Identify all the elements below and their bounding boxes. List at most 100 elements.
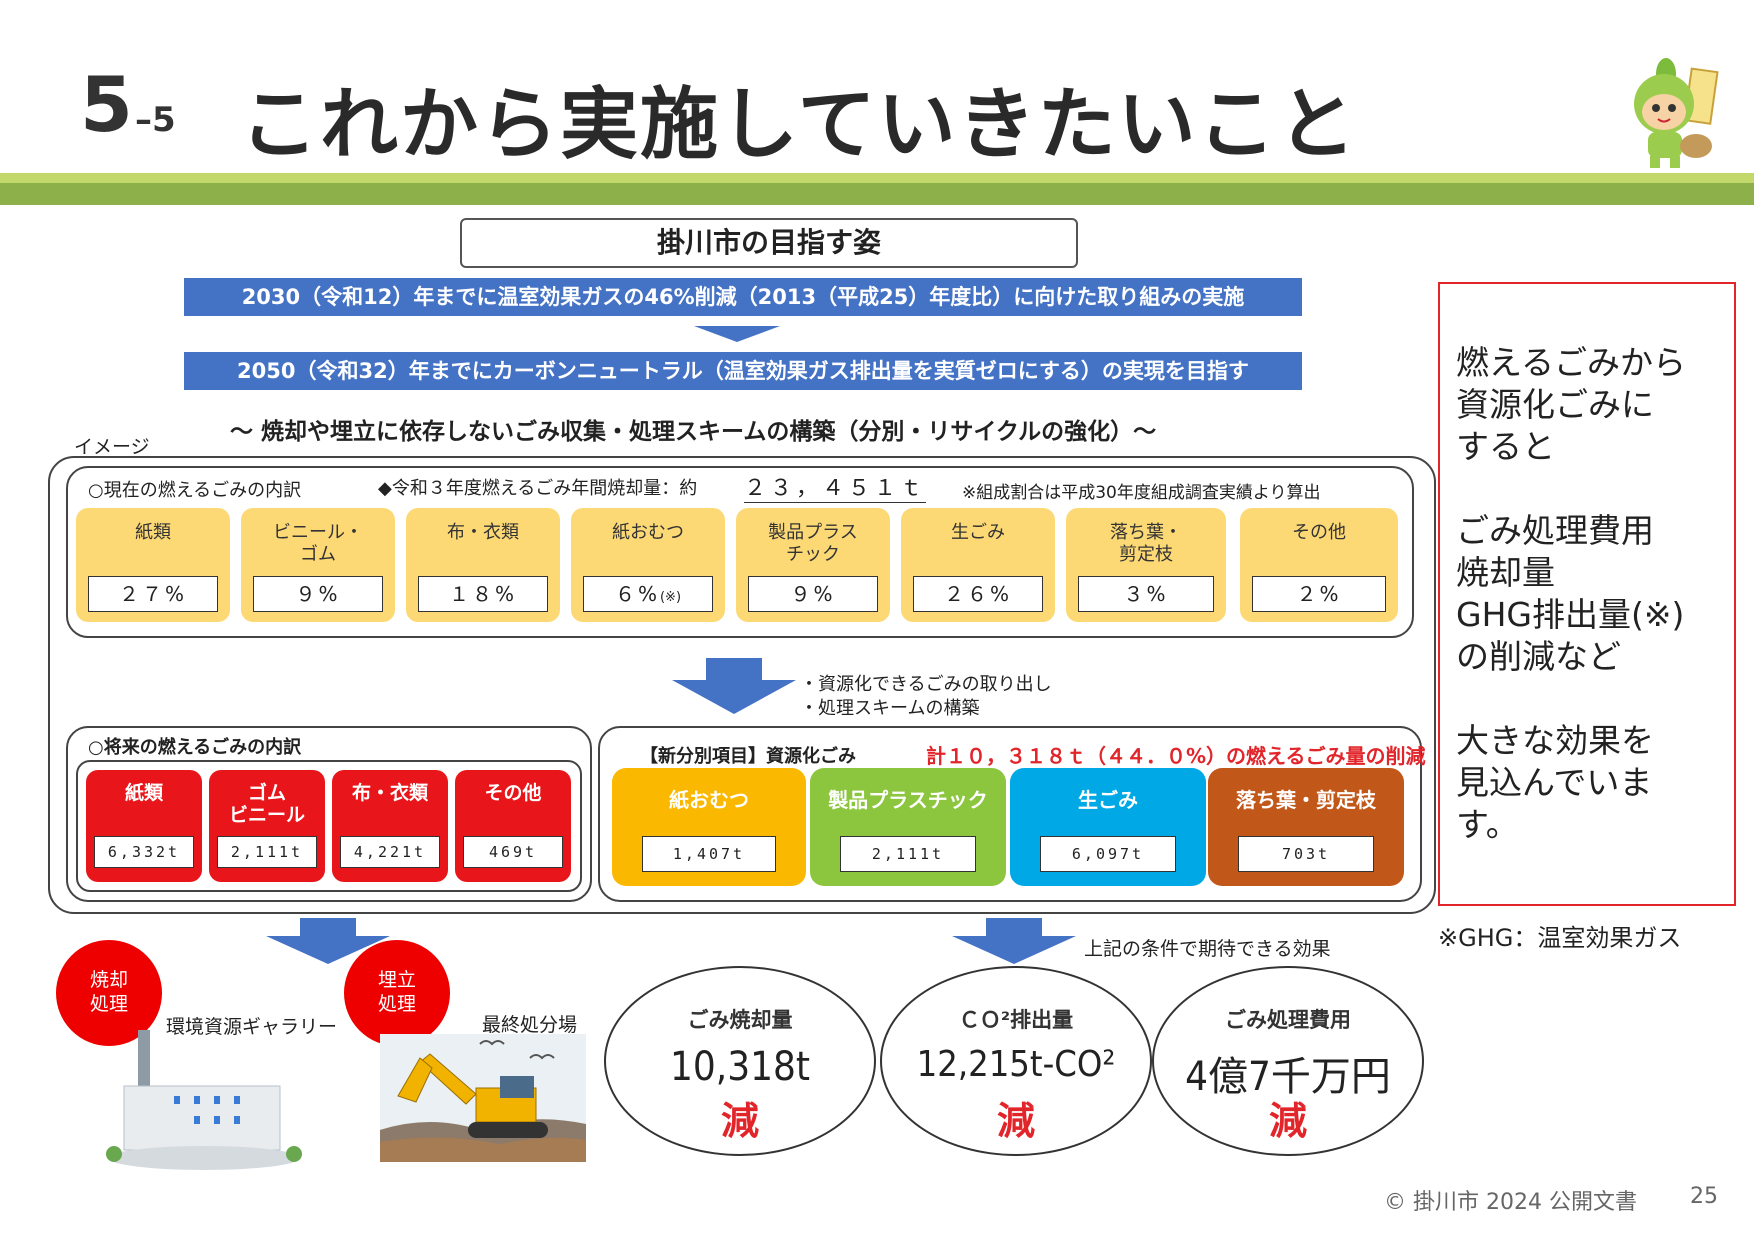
image-frame: [48, 456, 1436, 914]
image-label: イメージ: [74, 436, 150, 458]
card-value: ３%: [1078, 576, 1214, 612]
new-sort-card-plastic: 製品プラスチック 2,111t: [810, 768, 1006, 886]
current-breakdown-panel: [66, 466, 1414, 638]
current-card-cloth: 布・衣類 １８%: [406, 508, 560, 622]
card-label: 落ち葉・ 剪定枝: [1110, 522, 1182, 565]
effect-cost: ごみ処理費用 4億7千万円 減: [1152, 966, 1424, 1156]
card-value: ２６%: [913, 576, 1043, 612]
effects-caption: 上記の条件で期待できる効果: [1084, 938, 1331, 960]
side-note-box: 燃えるごみから 資源化ごみに すると ごみ処理費用 焼却量 GHG排出量(※) …: [1438, 282, 1736, 906]
ghg-footnote: ※GHG：温室効果ガス: [1438, 924, 1682, 952]
landfill-facility-label: 最終処分場: [482, 1014, 578, 1036]
effect-value: 10,318t: [670, 1044, 810, 1090]
incineration-facility-label: 環境資源ギャラリー: [166, 1016, 338, 1038]
landfill-badge: 埋立 処理: [344, 940, 450, 1046]
card-value: 6,332t: [94, 836, 194, 868]
new-sort-card-diapers: 紙おむつ 1,407t: [612, 768, 806, 886]
card-label: 布・衣類: [447, 522, 519, 543]
new-sort-card-leaves: 落ち葉・剪定枝 703t: [1208, 768, 1404, 886]
goal-2030-bar: 2030（令和12）年までに温室効果ガスの46%削減（2013（平成25）年度比…: [184, 278, 1302, 316]
effect-heading: ごみ焼却量: [687, 1008, 793, 1032]
future-breakdown-inner: [76, 760, 582, 892]
annual-incineration-value: ２３，４５１ｔ: [744, 470, 927, 503]
card-value: 2,111t: [840, 836, 976, 872]
future-card-other: その他 469t: [455, 770, 571, 882]
card-value: ２%: [1252, 576, 1386, 612]
side-note-text: 燃えるごみから 資源化ごみに すると ごみ処理費用 焼却量 GHG排出量(※) …: [1456, 343, 1687, 844]
card-value: 469t: [463, 836, 563, 868]
page-title: これから実施していきたいこと: [240, 80, 1358, 170]
effect-result: 減: [1268, 1099, 1307, 1143]
header-band-light: [0, 173, 1754, 183]
card-value: ９%: [748, 576, 878, 612]
card-label: 生ごみ: [951, 522, 1005, 543]
current-breakdown-title: ○現在の燃えるごみの内訳: [88, 480, 302, 501]
page-number: 25: [1690, 1184, 1718, 1209]
current-card-plastic: 製品プラス チック ９%: [736, 508, 890, 622]
future-breakdown-panel: [66, 726, 592, 902]
card-value: 2,111t: [217, 836, 317, 868]
future-card-cloth: 布・衣類 4,221t: [332, 770, 448, 882]
card-label: 製品プラスチック: [828, 788, 988, 812]
slogan: ～ 焼却や埋立に依存しないごみ収集・処理スキームの構築（分別・リサイクルの強化）…: [230, 419, 1157, 445]
card-label: 布・衣類: [351, 782, 428, 804]
card-label: その他: [484, 782, 542, 804]
card-label: その他: [1292, 522, 1346, 543]
new-sort-title: 【新分別項目】資源化ごみ: [640, 746, 856, 767]
landfill-excavator-image: [380, 1034, 586, 1166]
header-band-dark: [0, 183, 1754, 205]
card-value: １８%: [418, 576, 548, 612]
card-label: 生ごみ: [1078, 788, 1138, 812]
current-card-paper: 紙類 ２７%: [76, 508, 230, 622]
reduction-total: 計１０，３１８ｔ（４４．０%）の燃えるごみ量の削減: [926, 744, 1426, 768]
card-value: 4,221t: [340, 836, 440, 868]
effect-incineration: ごみ焼却量 10,318t 減: [604, 966, 876, 1156]
mascot-image: [1620, 56, 1724, 172]
current-card-diapers: 紙おむつ ６%(※): [571, 508, 725, 622]
footer-copyright: © 掛川市 2024 公開文書: [1384, 1190, 1637, 1215]
card-label: 紙類: [135, 522, 171, 543]
composition-note: ※組成割合は平成30年度組成調査実績より算出: [962, 483, 1321, 503]
goal-title: 掛川市の目指す姿: [460, 218, 1078, 268]
card-value: 703t: [1238, 836, 1374, 872]
new-sort-panel: [598, 726, 1422, 902]
incineration-plant-image: [104, 1030, 304, 1184]
card-label: ゴム ビニール: [228, 782, 305, 826]
card-label: 紙おむつ: [669, 788, 749, 812]
down-arrow-icon: [266, 918, 390, 968]
card-value: 6,097t: [1040, 836, 1176, 872]
card-label: 紙おむつ: [612, 522, 684, 543]
goal-2050-bar: 2050（令和32）年までにカーボンニュートラル（温室効果ガス排出量を実質ゼロに…: [184, 352, 1302, 390]
section-sub-number: –5: [135, 100, 176, 140]
card-label: 製品プラス チック: [768, 522, 858, 565]
new-sort-card-food: 生ごみ 6,097t: [1010, 768, 1206, 886]
card-label: ビニール・ ゴム: [273, 522, 363, 565]
effect-heading: ごみ処理費用: [1225, 1008, 1351, 1032]
card-value: ６%(※): [583, 576, 713, 612]
future-card-paper: 紙類 6,332t: [86, 770, 202, 882]
arrow-note-2: ・処理スキームの構築: [800, 698, 980, 719]
annual-incineration-label: ◆令和３年度燃えるごみ年間焼却量：約: [378, 478, 698, 499]
effect-co2: ＣＯ²排出量 12,215t-CO² 減: [880, 966, 1152, 1156]
incineration-badge: 焼却 処理: [56, 940, 162, 1046]
future-card-rubber: ゴム ビニール 2,111t: [209, 770, 325, 882]
effect-heading: ＣＯ²排出量: [958, 1008, 1074, 1032]
down-arrow-icon: [672, 658, 796, 718]
effect-result: 減: [996, 1099, 1035, 1143]
card-value: ９%: [253, 576, 383, 612]
current-card-food: 生ごみ ２６%: [901, 508, 1055, 622]
effect-value: 4億7千万円: [1185, 1054, 1391, 1100]
card-label: 紙類: [124, 782, 163, 804]
down-arrow-icon: [694, 326, 780, 346]
effect-value: 12,215t-CO²: [916, 1044, 1116, 1085]
arrow-note-1: ・資源化できるごみの取り出し: [800, 674, 1052, 695]
card-value: 1,407t: [642, 836, 776, 872]
current-card-vinyl: ビニール・ ゴム ９%: [241, 508, 395, 622]
card-label: 落ち葉・剪定枝: [1236, 788, 1376, 812]
down-arrow-icon: [952, 918, 1076, 968]
card-value: ２７%: [88, 576, 218, 612]
section-number: 5: [80, 60, 133, 149]
current-card-leaves: 落ち葉・ 剪定枝 ３%: [1066, 508, 1226, 622]
effect-result: 減: [720, 1099, 759, 1143]
current-card-other: その他 ２%: [1240, 508, 1398, 622]
